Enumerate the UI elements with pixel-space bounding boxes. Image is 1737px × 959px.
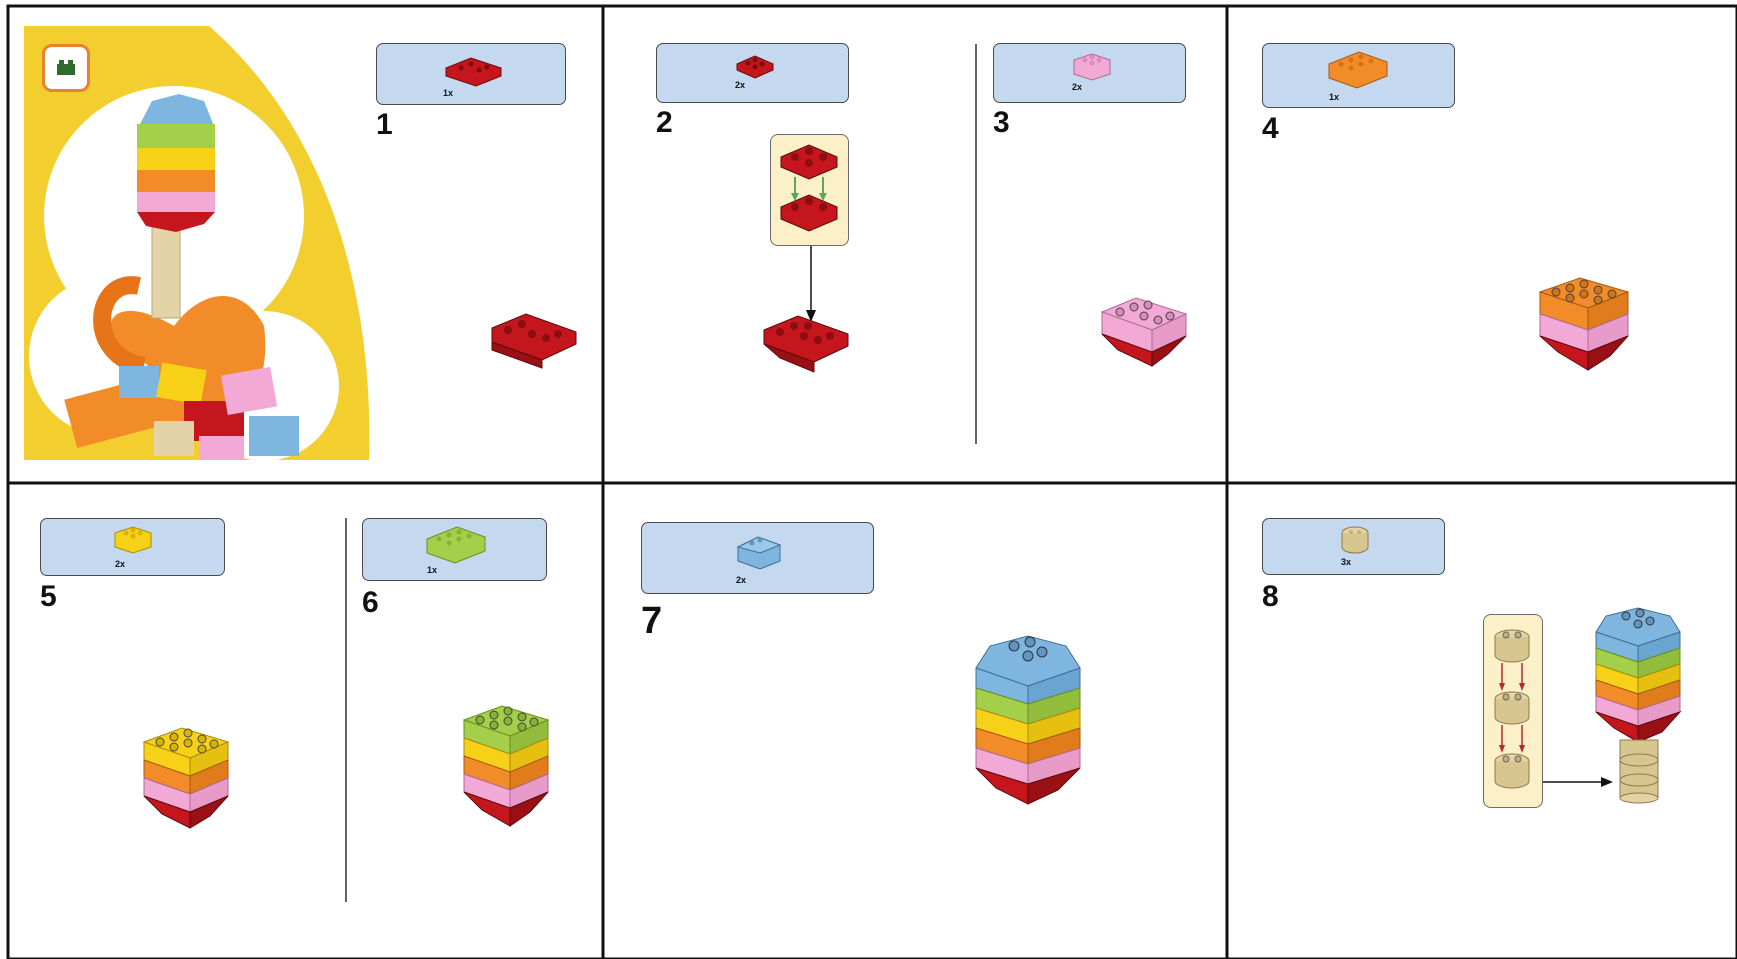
red-inverted-slope-icon: [441, 50, 507, 90]
step-number-3: 3: [993, 106, 1010, 140]
parts-callout-step-4: 1x: [1262, 43, 1455, 108]
orange-brick-icon: [1325, 48, 1391, 90]
parts-callout-step-8: 3x: [1262, 518, 1445, 575]
part-qty: 2x: [115, 559, 125, 569]
step-number-8: 8: [1262, 580, 1279, 614]
step-number-1: 1: [376, 108, 393, 142]
part-qty: 1x: [1329, 92, 1339, 102]
model-step-1: [488, 308, 582, 372]
step-number-6: 6: [362, 586, 379, 620]
parts-callout-step-6: 1x: [362, 518, 547, 581]
parts-callout-step-5: 2x: [40, 518, 225, 576]
parts-callout-step-7: 2x: [641, 522, 874, 594]
part-qty: 1x: [427, 565, 437, 575]
model-step-2: [760, 310, 854, 374]
parts-callout-step-1: 1x: [376, 43, 566, 105]
part-qty: 2x: [736, 575, 746, 585]
red-plate-icon: [733, 52, 777, 82]
tan-round-brick-icon: [1337, 523, 1373, 557]
model-step-7: [972, 632, 1084, 818]
step-number-2: 2: [656, 106, 673, 140]
brick-logo-icon: [42, 44, 90, 92]
yellow-brick-icon: [111, 523, 155, 557]
sub-assembly-callout: [770, 134, 849, 246]
step-number-5: 5: [40, 580, 57, 614]
blue-slope-icon: [732, 529, 786, 573]
part-qty: 1x: [443, 88, 453, 98]
model-step-3: [1098, 290, 1192, 372]
model-step-5: [140, 722, 232, 834]
step-number-7: 7: [641, 600, 662, 643]
part-qty: 3x: [1341, 557, 1351, 567]
lime-brick-icon: [423, 523, 489, 565]
model-step-6: [460, 700, 552, 834]
part-qty: 2x: [1072, 82, 1082, 92]
parts-callout-step-3: 2x: [993, 43, 1186, 103]
model-step-4: [1536, 272, 1632, 376]
sub-assembly-callout: [1483, 614, 1543, 808]
step-number-4: 4: [1262, 112, 1279, 146]
part-qty: 2x: [735, 80, 745, 90]
model-step-8: [1592, 604, 1684, 804]
pink-brick-icon: [1070, 50, 1114, 84]
parts-callout-step-2: 2x: [656, 43, 849, 103]
